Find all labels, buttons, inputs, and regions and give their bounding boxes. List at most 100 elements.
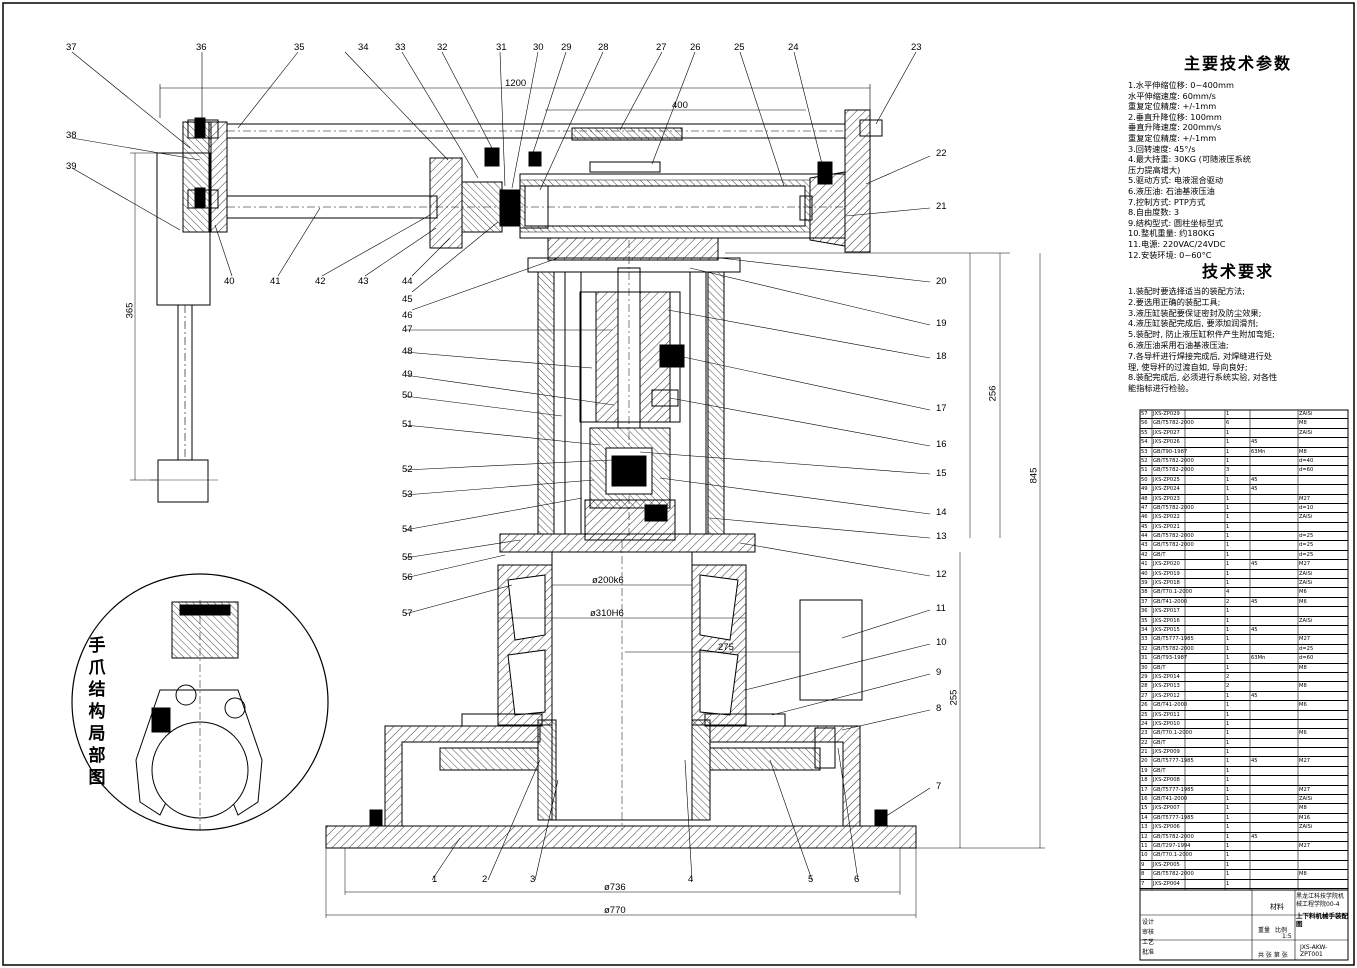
parts-cell: JXS-ZP018 bbox=[1153, 580, 1180, 587]
parts-cell: M27 bbox=[1299, 636, 1311, 643]
parts-cell: 45 bbox=[1141, 523, 1148, 530]
parts-cell: ZAlSi bbox=[1299, 570, 1313, 577]
callout-12: 12 bbox=[936, 569, 947, 580]
callout-25: 25 bbox=[734, 42, 745, 53]
dim-255: 255 bbox=[948, 689, 960, 706]
parts-cell: GB/T5782-2000 bbox=[1153, 542, 1194, 549]
dim-phi770: ø770 bbox=[604, 905, 626, 916]
parts-cell: M8 bbox=[1299, 664, 1307, 671]
parts-cell: 39 bbox=[1141, 580, 1148, 587]
parts-cell: 1 bbox=[1226, 880, 1230, 887]
parts-cell: 1 bbox=[1226, 457, 1230, 464]
parts-cell: ZAlSi bbox=[1299, 824, 1313, 831]
parts-cell: JXS-ZP007 bbox=[1153, 805, 1180, 812]
spec-item: 12.安装环境: 0~60°C bbox=[1128, 249, 1212, 260]
parts-cell: GB/T90-1987 bbox=[1153, 448, 1188, 455]
callout-34: 34 bbox=[358, 42, 369, 53]
parts-cell: 6 bbox=[1226, 420, 1230, 427]
parts-cell: 21 bbox=[1141, 749, 1148, 756]
parts-cell: 2 bbox=[1226, 598, 1230, 605]
parts-cell: JXS-ZP024 bbox=[1153, 486, 1180, 493]
callout-15: 15 bbox=[936, 468, 947, 479]
callout-8: 8 bbox=[936, 703, 942, 714]
callout-20: 20 bbox=[936, 276, 947, 287]
callout-22: 22 bbox=[936, 148, 947, 159]
callout-57: 57 bbox=[402, 608, 413, 619]
parts-cell: GB/T5782-2000 bbox=[1153, 420, 1194, 427]
callout-53: 53 bbox=[402, 489, 413, 500]
parts-cell: 2 bbox=[1226, 683, 1230, 690]
parts-cell: M6 bbox=[1299, 702, 1307, 709]
specs-panel: 主要技术参数 1.水平伸缩位移: 0~400mm 水平伸缩速度: 60mm/s … bbox=[1128, 50, 1348, 260]
parts-cell: 1 bbox=[1226, 561, 1230, 568]
callout-38: 38 bbox=[66, 130, 77, 141]
parts-cell: ZAlSi bbox=[1299, 514, 1313, 521]
callout-40: 40 bbox=[224, 276, 235, 287]
detail-view-title: 手爪结构局部图 bbox=[88, 636, 106, 788]
parts-cell: GB/T5782-2000 bbox=[1153, 871, 1194, 878]
callout-54: 54 bbox=[402, 524, 413, 535]
parts-cell: JXS-ZP026 bbox=[1153, 439, 1180, 446]
parts-cell: 45 bbox=[1251, 692, 1258, 699]
title-scale-label: 比例 bbox=[1275, 927, 1288, 934]
parts-cell: 8 bbox=[1141, 871, 1145, 878]
parts-cell: ZAlSi bbox=[1299, 580, 1313, 587]
parts-cell: 1 bbox=[1226, 739, 1230, 746]
parts-cell: GB/T bbox=[1153, 739, 1166, 746]
title-drawing-no: JXS-AKW-ZPT001 bbox=[1300, 944, 1328, 958]
title-material-label: 材料 bbox=[1270, 903, 1284, 911]
parts-cell: 7 bbox=[1141, 880, 1145, 887]
parts-cell: ZAlSi bbox=[1299, 429, 1313, 436]
parts-cell: ZAlSi bbox=[1299, 796, 1313, 803]
spec-item: 9.结构型式: 圆柱坐标型式 bbox=[1128, 217, 1224, 228]
parts-cell: GB/T41-2000 bbox=[1153, 598, 1188, 605]
parts-cell: ZAlSi bbox=[1299, 411, 1313, 417]
callout-18: 18 bbox=[936, 351, 947, 362]
parts-cell: GB/T41-2000 bbox=[1153, 702, 1188, 709]
parts-cell: 1 bbox=[1226, 495, 1230, 502]
parts-cell: 17 bbox=[1141, 786, 1148, 793]
callout-48: 48 bbox=[402, 346, 413, 357]
parts-cell: 18 bbox=[1141, 777, 1148, 784]
parts-cell: 48 bbox=[1141, 495, 1148, 502]
spec-item: 压力提高增大) bbox=[1128, 164, 1181, 175]
parts-cell: 23 bbox=[1141, 730, 1148, 737]
parts-cell: d=60 bbox=[1299, 655, 1314, 662]
dim-845: 845 bbox=[1028, 467, 1040, 484]
parts-cell: M8 bbox=[1299, 683, 1307, 690]
parts-cell: 1 bbox=[1226, 730, 1230, 737]
callout-35: 35 bbox=[294, 42, 305, 53]
parts-cell: 15 bbox=[1141, 805, 1148, 812]
title-role: 工艺 bbox=[1142, 939, 1155, 946]
spec-item: 8.自由度数: 3 bbox=[1128, 207, 1180, 218]
parts-cell: JXS-ZP015 bbox=[1153, 626, 1180, 633]
spec-item: 5.驱动方式: 电液混合驱动 bbox=[1128, 175, 1224, 186]
parts-cell: 33 bbox=[1141, 636, 1148, 643]
parts-cell: 54 bbox=[1141, 439, 1148, 446]
parts-cell: 41 bbox=[1141, 561, 1148, 568]
parts-cell: 45 bbox=[1251, 486, 1258, 493]
parts-cell: 1 bbox=[1226, 842, 1230, 849]
parts-cell: M6 bbox=[1299, 730, 1307, 737]
